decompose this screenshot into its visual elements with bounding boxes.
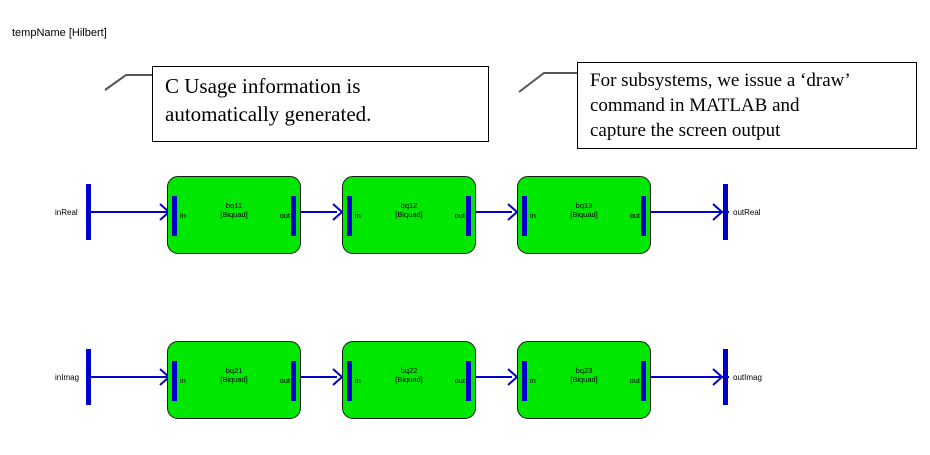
block-bq11-out-port[interactable] xyxy=(291,196,296,236)
block-bq13-name: bq13 xyxy=(575,201,593,210)
callout-subsystem-line-1: For subsystems, we issue a ‘draw’ xyxy=(590,70,851,91)
block-bq12[interactable]: in bq12 [Biquad] out xyxy=(342,176,476,254)
block-bq23-in-port[interactable] xyxy=(522,361,527,401)
output-port-bar-imag[interactable] xyxy=(723,349,728,405)
block-bq21-out-port[interactable] xyxy=(291,361,296,401)
input-port-label-imag: inImag xyxy=(55,373,80,382)
block-bq22-out-label: out xyxy=(454,376,465,385)
block-bq12-in-port[interactable] xyxy=(347,196,352,236)
callout-subsystem: For subsystems, we issue a ‘draw’ comman… xyxy=(577,62,917,149)
block-bq12-in-label: in xyxy=(355,211,361,220)
block-bq23-in-label: in xyxy=(530,376,536,385)
block-bq13[interactable]: in bq13 [Biquad] out xyxy=(517,176,651,254)
block-bq23-name: bq23 xyxy=(575,366,593,375)
arrow-bq23-to-out xyxy=(712,368,724,386)
page-title: tempName [Hilbert] xyxy=(12,27,107,39)
output-port-label-real: outReal xyxy=(733,208,761,217)
wire-in-to-bq11 xyxy=(91,211,167,213)
block-bq13-in-label: in xyxy=(530,211,536,220)
block-bq13-out-label: out xyxy=(629,211,640,220)
signal-row-real-path: inReal in bq11 [Biquad] out in bq12 [Biq xyxy=(0,170,930,285)
block-bq22-name: bq22 xyxy=(400,366,418,375)
block-bq11-in-label: in xyxy=(180,211,186,220)
block-bq13-out-port[interactable] xyxy=(641,196,646,236)
block-bq22-in-port[interactable] xyxy=(347,361,352,401)
wire-bq11-to-bq12 xyxy=(301,211,337,213)
block-bq22[interactable]: in bq22 [Biquad] out xyxy=(342,341,476,419)
input-port-bar-imag[interactable] xyxy=(86,349,91,405)
wire-bq22-to-bq23 xyxy=(476,376,512,378)
block-bq21[interactable]: in bq21 [Biquad] out xyxy=(167,341,301,419)
block-bq11[interactable]: in bq11 [Biquad] out xyxy=(167,176,301,254)
wire-bq21-to-bq22 xyxy=(301,376,337,378)
wire-bq13-to-out xyxy=(651,211,729,213)
block-bq23[interactable]: in bq23 [Biquad] out xyxy=(517,341,651,419)
callout-leader-line-2 xyxy=(518,72,578,93)
block-bq23-out-port[interactable] xyxy=(641,361,646,401)
output-port-bar-real[interactable] xyxy=(723,184,728,240)
arrow-bq13-to-out xyxy=(712,203,724,221)
callout-subsystem-line-2: command in MATLAB and xyxy=(590,95,800,117)
block-bq11-name: bq11 xyxy=(225,201,243,210)
output-port-label-imag: outImag xyxy=(733,373,762,382)
block-bq22-out-port[interactable] xyxy=(466,361,471,401)
block-bq12-name: bq12 xyxy=(400,201,418,210)
block-bq21-in-port[interactable] xyxy=(172,361,177,401)
callout-subsystem-line-3: capture the screen output xyxy=(590,120,781,142)
wire-in-to-bq21 xyxy=(91,376,167,378)
block-bq21-name: bq21 xyxy=(225,366,243,375)
callout-c-usage-line-2: automatically generated. xyxy=(165,101,372,126)
input-port-bar-real[interactable] xyxy=(86,184,91,240)
callout-leader-line-1 xyxy=(104,74,154,91)
signal-row-imag-path: inImag in bq21 [Biquad] out in bq22 [Biq xyxy=(0,335,930,450)
block-bq21-out-label: out xyxy=(279,376,290,385)
block-bq22-in-label: in xyxy=(355,376,361,385)
block-bq12-out-label: out xyxy=(454,211,465,220)
callout-c-usage: C Usage information is automatically gen… xyxy=(152,66,489,142)
block-bq12-out-port[interactable] xyxy=(466,196,471,236)
block-bq21-in-label: in xyxy=(180,376,186,385)
block-bq11-out-label: out xyxy=(279,211,290,220)
wire-bq23-to-out xyxy=(651,376,729,378)
block-bq13-in-port[interactable] xyxy=(522,196,527,236)
block-bq23-out-label: out xyxy=(629,376,640,385)
input-port-label-real: inReal xyxy=(55,208,78,217)
wire-bq12-to-bq13 xyxy=(476,211,512,213)
callout-c-usage-line-1: C Usage information is xyxy=(165,74,361,98)
block-bq11-in-port[interactable] xyxy=(172,196,177,236)
